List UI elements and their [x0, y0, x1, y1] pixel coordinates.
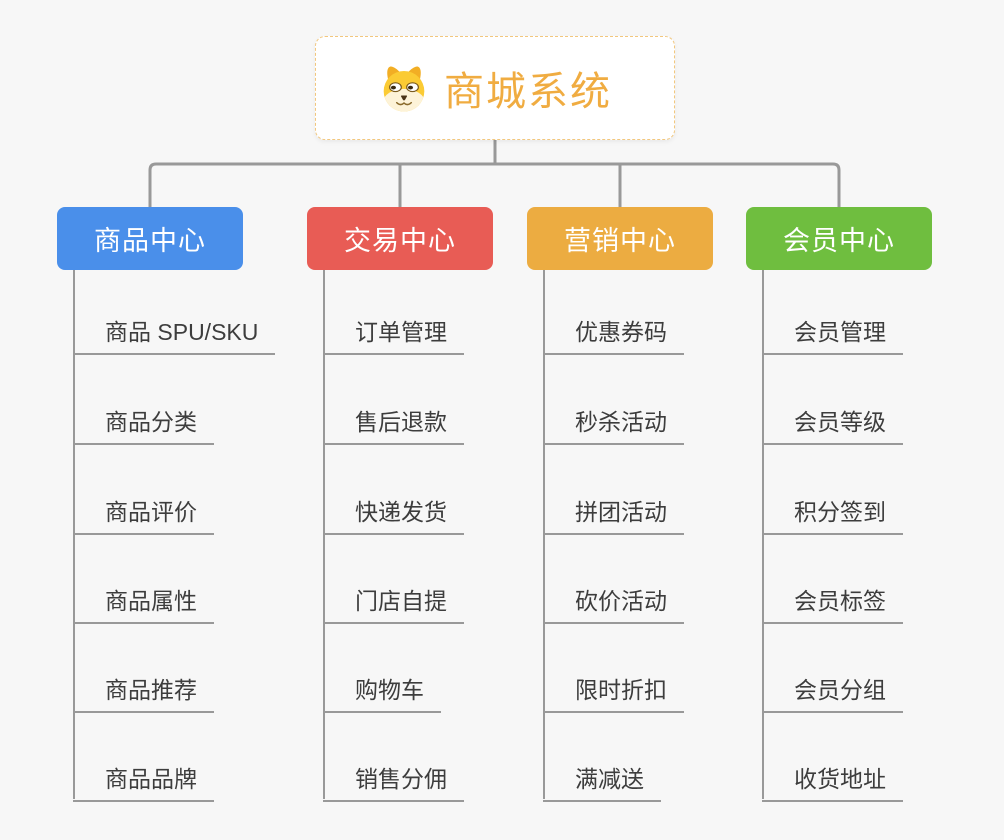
leaf-node[interactable]: 优惠券码 — [543, 311, 684, 355]
branch-label: 商品中心 — [94, 226, 206, 256]
leaf-node[interactable]: 会员等级 — [762, 401, 903, 445]
leaf-node[interactable]: 满减送 — [543, 758, 661, 802]
leaf-node[interactable]: 限时折扣 — [543, 669, 684, 713]
leaf-node[interactable]: 销售分佣 — [323, 758, 464, 802]
dog-face-icon — [378, 62, 430, 114]
leaf-node[interactable]: 订单管理 — [323, 311, 464, 355]
leaf-node[interactable]: 门店自提 — [323, 580, 464, 624]
leaf-node[interactable]: 快递发货 — [323, 491, 464, 535]
leaf-node[interactable]: 拼团活动 — [543, 491, 684, 535]
leaf-node[interactable]: 商品 SPU/SKU — [73, 311, 276, 355]
leaf-node[interactable]: 砍价活动 — [543, 580, 684, 624]
leaf-node[interactable]: 商品品牌 — [73, 758, 214, 802]
top-rail-connector — [148, 140, 841, 207]
branch-label: 会员中心 — [783, 226, 895, 256]
leaf-node[interactable]: 会员管理 — [762, 311, 903, 355]
branch-label: 交易中心 — [344, 226, 456, 256]
leaf-node[interactable]: 购物车 — [323, 669, 441, 713]
leaf-node[interactable]: 商品推荐 — [73, 669, 214, 713]
leaf-node[interactable]: 收货地址 — [762, 758, 903, 802]
branch-label: 营销中心 — [564, 226, 676, 256]
leaf-node[interactable]: 售后退款 — [323, 401, 464, 445]
branch-node-product-center[interactable]: 商品中心 — [57, 207, 243, 270]
leaf-node[interactable]: 商品评价 — [73, 491, 214, 535]
branch-node-member-center[interactable]: 会员中心 — [746, 207, 932, 270]
branch-node-marketing-center[interactable]: 营销中心 — [527, 207, 713, 270]
leaf-node[interactable]: 商品分类 — [73, 401, 214, 445]
leaf-node[interactable]: 会员标签 — [762, 580, 903, 624]
root-node[interactable]: 商城系统 — [315, 36, 675, 140]
leaf-node[interactable]: 积分签到 — [762, 491, 903, 535]
root-title: 商城系统 — [444, 70, 612, 114]
branch-node-trade-center[interactable]: 交易中心 — [307, 207, 493, 270]
leaf-node[interactable]: 秒杀活动 — [543, 401, 684, 445]
leaf-node[interactable]: 商品属性 — [73, 580, 214, 624]
leaf-node[interactable]: 会员分组 — [762, 669, 903, 713]
